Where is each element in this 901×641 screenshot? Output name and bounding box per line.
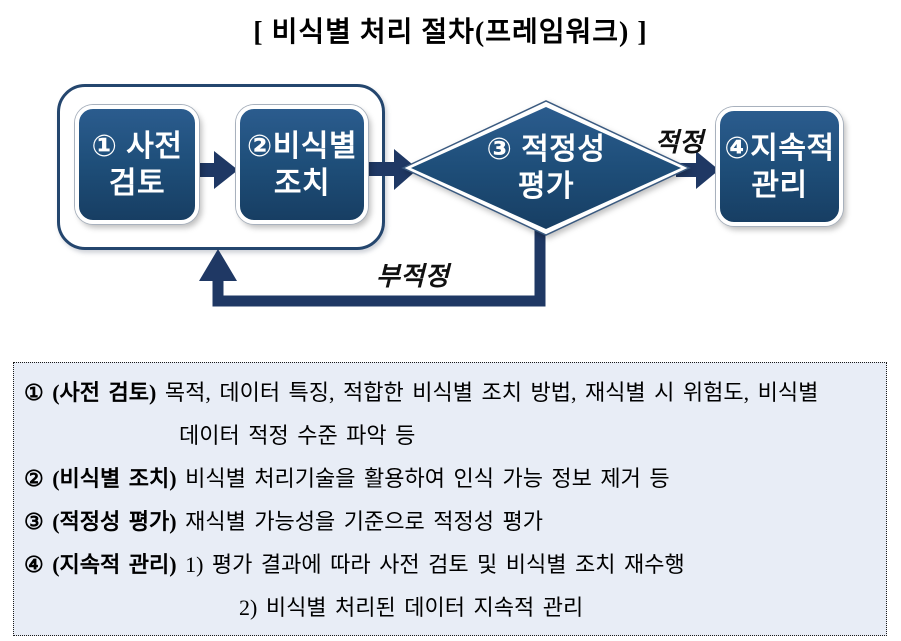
legend-item-1-text-cont: 데이터 적정 수준 파악 등	[179, 423, 416, 448]
legend-item-1-label: (사전 검토)	[52, 380, 157, 405]
step1-line2: 검토	[108, 166, 166, 200]
legend-item-2: ② (비식별 조치) 비식별 처리기술을 활용하여 인식 가능 정보 제거 등	[24, 457, 880, 500]
step3-decision-label: ③ 적정성 평가	[436, 131, 656, 205]
step3-line1: ③ 적정성	[486, 133, 606, 166]
legend-item-4: ④ (지속적 관리) 1) 평가 결과에 따라 사전 검토 및 비식별 조치 재…	[24, 543, 880, 629]
legend-item-1-number: ①	[24, 380, 44, 405]
legend-item-4-number: ④	[24, 552, 44, 577]
legend-item-2-label: (비식별 조치)	[52, 466, 177, 491]
legend-item-1-text: 목적, 데이터 특징, 적합한 비식별 조치 방법, 재식별 시 위험도, 비식…	[164, 380, 819, 405]
fail-label: 부적정	[376, 261, 450, 291]
legend-box: ① (사전 검토) 목적, 데이터 특징, 적합한 비식별 조치 방법, 재식별…	[13, 362, 887, 636]
decision-diamond	[411, 107, 681, 229]
pass-label: 적정	[655, 127, 704, 157]
step2-line1: ②비식별	[246, 129, 358, 163]
step1-box: ① 사전 검토	[75, 105, 199, 224]
arrow-step2-to-step3	[360, 149, 418, 190]
legend-item-3-text: 재식별 가능성을 기준으로 적정성 평가	[185, 509, 543, 534]
legend-item-4-text: 1) 평가 결과에 따라 사전 검토 및 비식별 조치 재수행	[185, 552, 685, 577]
feedback-line	[212, 222, 546, 307]
arrow-step1-to-step2	[196, 151, 238, 189]
diagram-title: [ 비식별 처리 절차(프레임워크) ]	[253, 17, 648, 48]
legend-item-2-text: 비식별 처리기술을 활용하여 인식 가능 정보 제거 등	[185, 466, 670, 491]
legend-item-3-number: ③	[24, 509, 44, 534]
legend-item-4-label: (지속적 관리)	[52, 552, 177, 577]
step4-box: ④지속적 관리	[716, 107, 843, 226]
legend-item-3-label: (적정성 평가)	[52, 509, 177, 534]
step2-box: ②비식별 조치	[236, 105, 368, 224]
legend-item-4-text-cont: 2) 비식별 처리된 데이터 지속적 관리	[239, 595, 584, 620]
step1-line1: ① 사전	[91, 129, 183, 163]
step4-line2: 관리	[751, 168, 808, 202]
step2-line2: 조치	[273, 166, 331, 200]
feedback-arrowhead-icon	[199, 249, 237, 281]
arrow-step3-to-step4	[676, 151, 719, 189]
legend-item-3: ③ (적정성 평가) 재식별 가능성을 기준으로 적정성 평가	[24, 500, 880, 543]
step3-line2: 평가	[517, 170, 575, 203]
step4-line1: ④지속적	[724, 131, 835, 165]
legend-item-1: ① (사전 검토) 목적, 데이터 특징, 적합한 비식별 조치 방법, 재식별…	[24, 371, 880, 457]
legend-item-2-number: ②	[24, 466, 44, 491]
